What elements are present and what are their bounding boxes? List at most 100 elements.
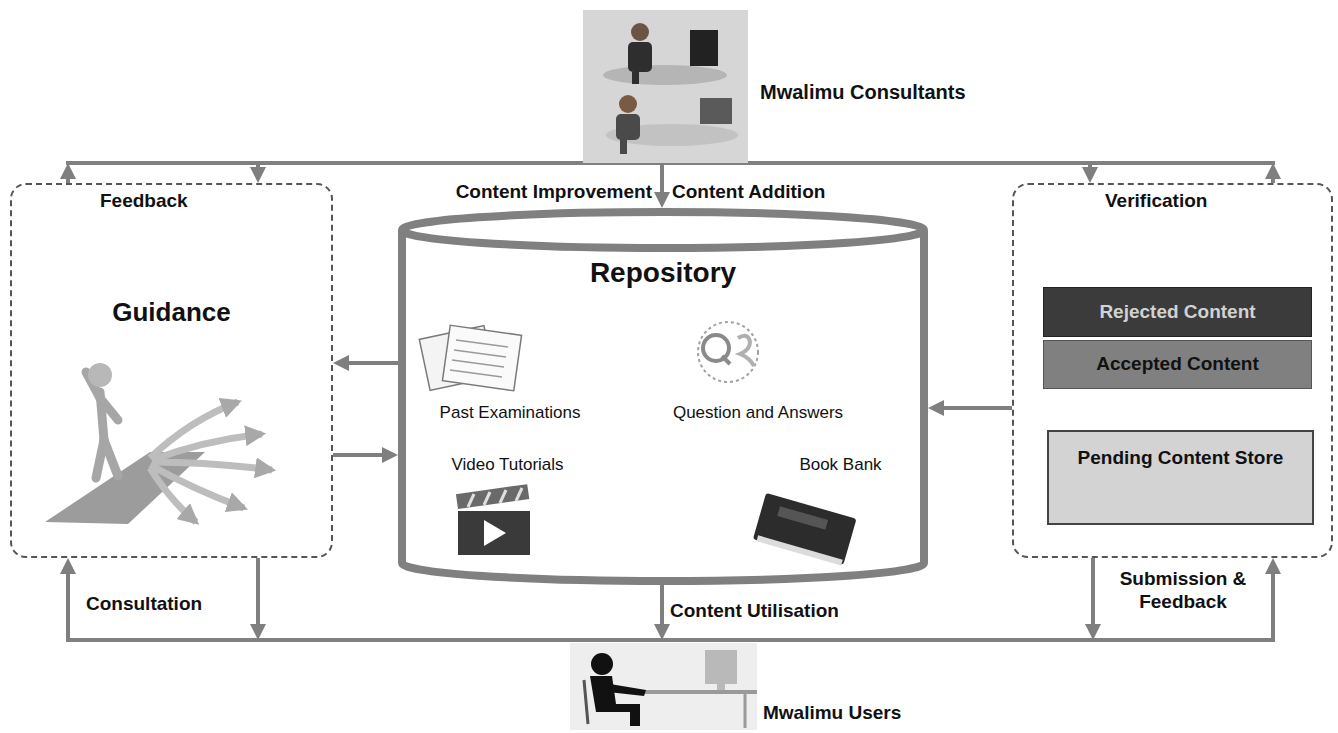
node-label: Repository (404, 256, 922, 290)
flow-arrow (934, 406, 1012, 410)
video-icon (468, 494, 474, 507)
flow-arrow (66, 169, 70, 183)
exam-papers-icon (442, 325, 521, 390)
guidance-figure (100, 398, 118, 420)
book-icon (753, 493, 857, 566)
consultants-icon (583, 10, 748, 163)
video-icon (500, 490, 506, 503)
store-box: Pending Content Store (1047, 430, 1314, 525)
label-holder: Verification (1105, 190, 1265, 213)
label-holder: Content Addition (672, 181, 912, 204)
video-icon (484, 492, 490, 505)
guidance-figure (150, 402, 272, 522)
video-icon (516, 488, 522, 501)
consultants-icon (616, 114, 640, 140)
flow-arrow (256, 163, 260, 177)
repository-cylinder: RepositoryPast Examinations Question and … (398, 208, 928, 585)
consultants-icon (603, 65, 727, 85)
flow-arrow (1088, 163, 1092, 177)
status-bar: Rejected Content (1043, 287, 1312, 337)
exam-papers-icon (456, 340, 508, 347)
exam-papers-icon (419, 325, 521, 390)
label-holder: Consultation (86, 593, 251, 616)
users-icon (570, 643, 757, 730)
label-holder: Submission & Feedback (1100, 568, 1266, 614)
flow-arrow (256, 558, 260, 634)
exam-papers-icon (452, 360, 504, 367)
guidance-figure (150, 468, 196, 522)
node-label: Book Bank (779, 455, 902, 475)
consultants-icon (628, 42, 652, 72)
node-label: Question and Answers (654, 403, 862, 423)
flow-label: Consultation (86, 593, 251, 616)
video-icon (468, 488, 522, 507)
users-icon (584, 680, 588, 724)
qa-icon (698, 322, 758, 382)
book-icon (777, 506, 828, 529)
consultants-icon (690, 30, 718, 66)
cylinder-outline (402, 230, 924, 581)
flow-arrow (339, 361, 398, 365)
qa-icon (698, 322, 758, 382)
node-label: Pending Content Store (1055, 445, 1306, 472)
users-icon (591, 653, 613, 675)
exam-papers-icon (450, 340, 508, 377)
users-icon (570, 643, 757, 730)
flow-arrow (1271, 169, 1275, 183)
consultants-icon (632, 72, 639, 84)
book-icon (753, 493, 857, 565)
flow-label: Submission & Feedback (1100, 568, 1266, 614)
exam-papers-icon (454, 350, 506, 357)
consultants-icon (631, 23, 649, 41)
label-holder: Content Utilisation (670, 600, 930, 623)
video-icon (484, 520, 506, 546)
flow-label: Content Improvement (390, 181, 652, 204)
consultants-icon (583, 10, 748, 163)
flow-arrow (333, 453, 392, 457)
node-label: Past Examinations (411, 403, 609, 423)
users-icon (608, 684, 646, 696)
bus-line (66, 638, 1275, 642)
node-label: Rejected Content (1050, 301, 1305, 324)
label-holder: Feedback (100, 190, 250, 213)
flow-label: Feedback (100, 190, 250, 213)
cylinder-outline (402, 212, 924, 248)
flow-label: Content Utilisation (670, 600, 930, 623)
video-icon (456, 484, 529, 509)
bus-line (66, 163, 1275, 640)
flow-arrow (1271, 564, 1275, 640)
video-icon (458, 511, 530, 555)
qa-icon (722, 356, 730, 364)
exam-papers-icon (450, 370, 502, 377)
node-label: Accepted Content (1050, 353, 1305, 376)
consultants-icon (700, 98, 732, 124)
guidance-figure (104, 440, 118, 476)
video-icon (456, 484, 530, 555)
qa-icon (738, 336, 754, 366)
node-label: Mwalimu Consultants (760, 80, 1267, 104)
dashed-panel: Guidance (10, 183, 333, 558)
guidance-figure (152, 462, 272, 470)
guidance-figure (88, 363, 112, 387)
consultants-icon (619, 95, 637, 113)
flow-label: Verification (1105, 190, 1265, 213)
content-item: Video Tutorials (420, 451, 595, 561)
users-icon (632, 690, 757, 694)
flow-arrow (66, 564, 70, 640)
actor-box: Mwalimu Consultants (68, 10, 1273, 163)
flow-arrow (660, 585, 664, 634)
content-item: Past Examinations (405, 318, 615, 430)
users-icon (717, 684, 725, 690)
content-item: Book Bank (773, 451, 908, 566)
node-label: Mwalimu Users (763, 702, 1267, 725)
guidance-figure (45, 363, 272, 524)
guidance-figure (86, 372, 118, 478)
flow-arrow (1091, 558, 1095, 634)
consultants-icon (620, 138, 627, 154)
flow-label: Content Addition (672, 181, 912, 204)
status-bar: Accepted Content (1043, 340, 1312, 389)
users-icon (744, 692, 747, 728)
book-icon (756, 535, 842, 565)
node-label: Video Tutorials (426, 455, 589, 475)
